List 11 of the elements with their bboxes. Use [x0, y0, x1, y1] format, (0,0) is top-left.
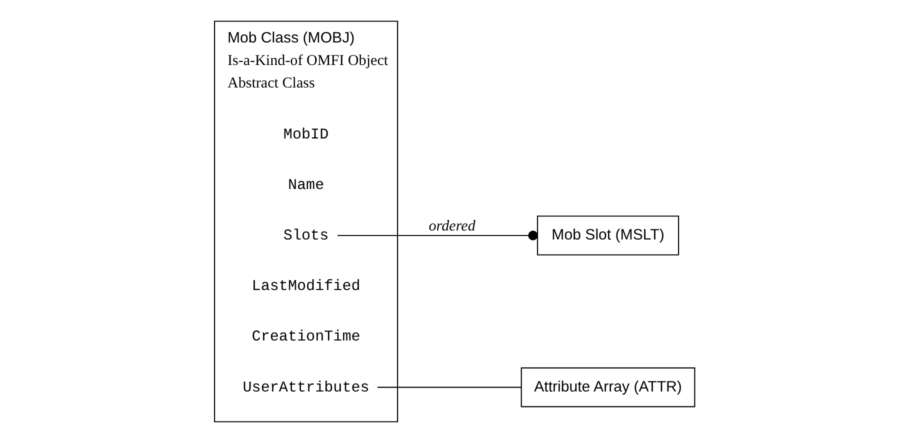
node-text: Slots [282, 226, 328, 244]
node-box: Mob Slot (MSLT) [536, 216, 679, 256]
node-box: Attribute Array (ATTR) [520, 367, 695, 408]
node-text: LastModified [251, 277, 360, 296]
edge-label: ordered [428, 218, 475, 234]
node-text: CreationTime [251, 328, 360, 346]
connector [376, 386, 521, 388]
node-text: UserAttributes [242, 378, 369, 396]
node-text: MobID [282, 125, 328, 144]
node-text: Name [287, 176, 324, 194]
connector [337, 230, 538, 240]
